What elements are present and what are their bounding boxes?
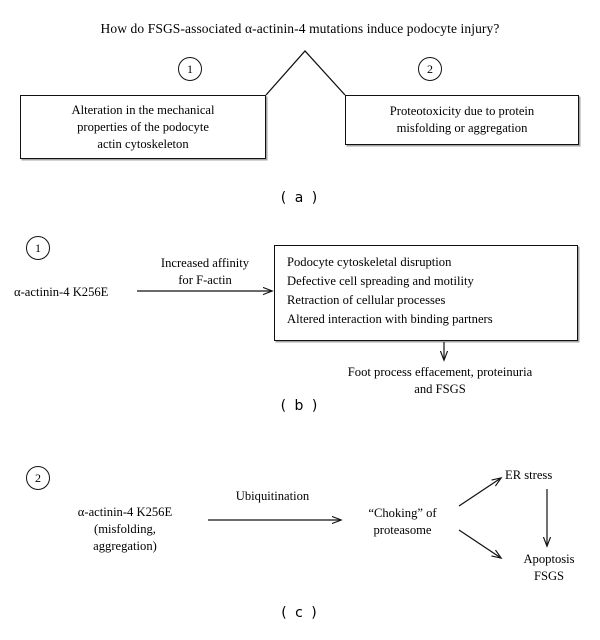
panel-a-box1-line3: actin cytoskeleton: [97, 137, 189, 151]
figure-title: How do FSGS-associated α-actinin-4 mutat…: [100, 21, 500, 36]
panel-a-box-proteotoxicity: Proteotoxicity due to protein misfolding…: [345, 95, 579, 145]
panel-b-arrow-label: Increased affinity for F-actin: [140, 255, 270, 289]
panel-b-arrow-label-line2: for F-actin: [178, 273, 232, 287]
panel-b-arrow-label-line1: Increased affinity: [160, 256, 250, 270]
panel-c-source-line2: (misfolding,: [94, 522, 156, 536]
panel-c-source-line1: α-actinin-4 K256E: [77, 505, 173, 519]
panel-c-middle-line1: “Choking” of: [368, 506, 437, 520]
panel-b-outcome-box: Podocyte cytoskeletal disruption Defecti…: [274, 245, 578, 341]
panel-a-box1-line2: properties of the podocyte: [77, 120, 209, 134]
panel-a-box1-line1: Alteration in the mechanical: [71, 103, 215, 117]
panel-a-box-mechanical: Alteration in the mechanical properties …: [20, 95, 266, 159]
panel-a-box2-line1: Proteotoxicity due to protein: [389, 104, 535, 118]
panel-b-marker-1: 1: [26, 236, 50, 260]
panel-label-a: ( a ): [280, 190, 320, 206]
panel-b-source-label: α-actinin-4 K256E: [14, 285, 109, 299]
panel-b-outcome-line2: Defective cell spreading and motility: [287, 274, 474, 288]
panel-a-box2-line2: misfolding or aggregation: [396, 121, 528, 135]
panel-c-marker-2: 2: [26, 466, 50, 490]
panel-b-final-line2: and FSGS: [414, 382, 466, 396]
panel-c-source: α-actinin-4 K256E (misfolding, aggregati…: [45, 504, 205, 555]
panel-c-branch-lower-line2: FSGS: [533, 569, 565, 583]
panel-c-source-line3: aggregation): [93, 539, 157, 553]
panel-b-final-outcome: Foot process effacement, proteinuria and…: [300, 364, 580, 398]
panel-label-b: ( b ): [280, 398, 320, 414]
panel-b-outcome-line4: Altered interaction with binding partner…: [287, 312, 493, 326]
panel-c-branch-lower-line1: Apoptosis: [523, 552, 575, 566]
panel-b-outcome-line3: Retraction of cellular processes: [287, 293, 446, 307]
panel-a-chevron-connector: [265, 50, 346, 96]
panel-c-branch-lower: Apoptosis FSGS: [503, 551, 595, 585]
panel-a-marker-1: 1: [178, 57, 202, 81]
panel-c-arrow-label: Ubiquitination: [235, 489, 310, 503]
panel-c-arrow-to-apoptosis: [458, 529, 501, 558]
panel-c-branch-upper: ER stress: [505, 468, 553, 482]
panel-a-marker-2: 2: [418, 57, 442, 81]
panel-label-c: ( c ): [281, 605, 319, 621]
panel-c-middle-node: “Choking” of proteasome: [350, 505, 455, 539]
panel-b-outcome-line1: Podocyte cytoskeletal disruption: [287, 255, 452, 269]
panel-b-final-line1: Foot process effacement, proteinuria: [347, 365, 533, 379]
panel-c-arrow-to-er-stress: [458, 478, 501, 507]
panel-c-middle-line2: proteasome: [373, 523, 432, 537]
